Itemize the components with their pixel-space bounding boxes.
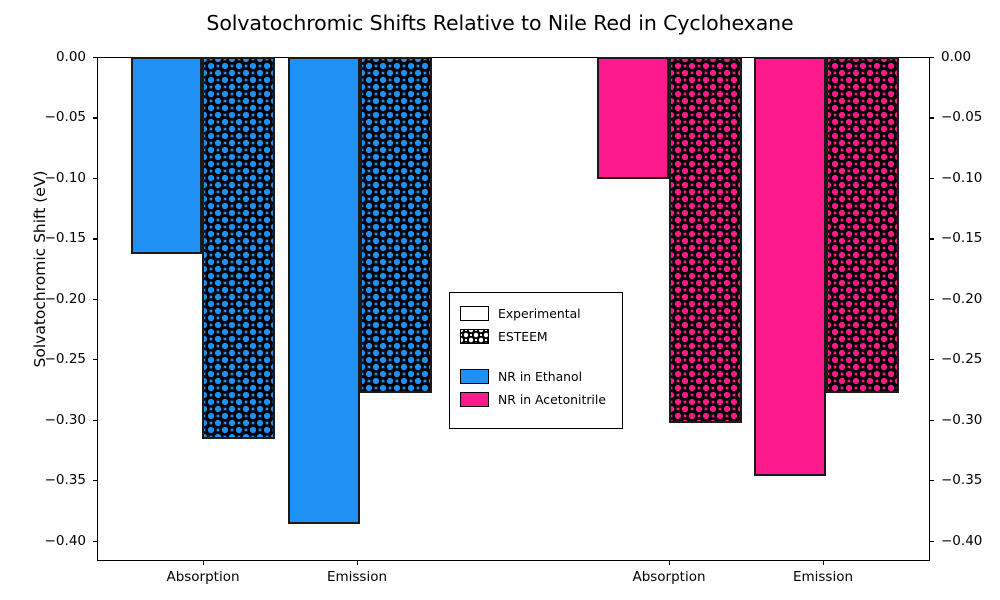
y-tick-label: −0.10 bbox=[941, 169, 983, 186]
y-tick-mark bbox=[930, 57, 934, 59]
y-tick-mark bbox=[930, 540, 934, 542]
x-tick-mark bbox=[203, 561, 205, 565]
y-tick-label: −0.30 bbox=[44, 411, 86, 428]
legend-label: NR in Acetonitrile bbox=[498, 392, 606, 407]
bar-nr-in-acetonitrile-emission-experimental bbox=[754, 57, 826, 477]
y-tick-label: 0.00 bbox=[55, 49, 86, 65]
x-tick-mark bbox=[823, 561, 825, 565]
y-tick-mark bbox=[93, 419, 97, 421]
y-tick-mark bbox=[930, 359, 934, 361]
y-tick-label: −0.15 bbox=[941, 230, 983, 247]
legend-spacer bbox=[450, 348, 622, 365]
y-tick-label: −0.20 bbox=[941, 290, 983, 307]
y-axis-left: Solvatochromic Shift (eV) 0.00−0.05−0.10… bbox=[0, 0, 97, 600]
y-tick-mark bbox=[93, 117, 97, 119]
y-tick-mark bbox=[93, 177, 97, 180]
y-tick-label: −0.05 bbox=[44, 109, 86, 126]
bar-nr-in-acetonitrile-absorption-esteem bbox=[669, 57, 742, 424]
y-tick-mark bbox=[930, 298, 934, 300]
y-axis-right: 0.00 −0.05 −0.10 −0.15 −0.20 −0.25 −0.30 −0.35 −… bbox=[930, 0, 1000, 600]
y-tick-mark bbox=[93, 540, 97, 542]
legend-label: Experimental bbox=[498, 306, 581, 321]
x-tick-mark bbox=[669, 561, 671, 565]
y-tick-label: −0.15 bbox=[44, 230, 86, 247]
legend-item-nr-in-acetonitrile[interactable]: NR in Acetonitrile bbox=[450, 388, 622, 411]
x-tick-label-emission-1: Emission bbox=[326, 569, 388, 585]
bars-layer bbox=[98, 57, 929, 560]
y-tick-mark bbox=[930, 238, 934, 240]
chart-title: Solvatochromic Shifts Relative to Nile R… bbox=[206, 11, 794, 35]
x-tick-label-emission-3: Emission bbox=[792, 569, 854, 585]
y-tick-label: −0.40 bbox=[941, 532, 983, 549]
legend-item-esteem[interactable]: ESTEEM bbox=[450, 325, 622, 348]
y-tick-mark bbox=[93, 298, 97, 300]
x-axis: Absorption Emission Absorption Emission bbox=[97, 561, 930, 600]
y-tick-label: −0.20 bbox=[44, 290, 86, 307]
y-tick-mark bbox=[93, 57, 97, 59]
x-tick-mark bbox=[357, 561, 359, 565]
legend-item-nr-in-ethanol[interactable]: NR in Ethanol bbox=[450, 365, 622, 388]
y-tick-mark bbox=[930, 177, 934, 180]
bar-nr-in-ethanol-absorption-experimental bbox=[131, 57, 202, 254]
bar-nr-in-ethanol-emission-esteem bbox=[360, 57, 432, 394]
y-tick-mark bbox=[930, 117, 934, 119]
y-tick-mark bbox=[930, 480, 934, 482]
y-tick-mark bbox=[93, 480, 97, 482]
hatched-patch-icon bbox=[460, 329, 489, 344]
bar-nr-in-acetonitrile-emission-esteem bbox=[826, 57, 899, 394]
y-tick-label: −0.10 bbox=[44, 169, 86, 186]
x-tick-label-absorption-2: Absorption bbox=[632, 569, 706, 585]
white-patch-icon bbox=[460, 306, 489, 321]
y-tick-label: −0.25 bbox=[941, 351, 983, 368]
legend-item-experimental[interactable]: Experimental bbox=[450, 302, 622, 325]
y-tick-mark bbox=[93, 359, 97, 361]
bar-nr-in-acetonitrile-absorption-experimental bbox=[597, 57, 669, 179]
y-tick-label: −0.25 bbox=[44, 351, 86, 368]
legend-label: NR in Ethanol bbox=[498, 369, 583, 384]
y-tick-label: 0.00 bbox=[941, 49, 972, 65]
y-tick-label: −0.30 bbox=[941, 411, 983, 428]
bar-nr-in-ethanol-absorption-esteem bbox=[202, 57, 275, 439]
y-tick-label: −0.35 bbox=[941, 472, 983, 489]
blue-patch-icon bbox=[460, 369, 489, 384]
y-tick-mark bbox=[930, 419, 934, 421]
y-tick-mark bbox=[93, 238, 97, 240]
pink-patch-icon bbox=[460, 392, 489, 407]
y-tick-label: −0.05 bbox=[941, 109, 983, 126]
legend-label: ESTEEM bbox=[498, 329, 548, 344]
y-tick-label: −0.35 bbox=[44, 472, 86, 489]
x-tick-label-absorption-0: Absorption bbox=[166, 569, 240, 585]
y-tick-label: −0.40 bbox=[44, 532, 86, 549]
bar-nr-in-ethanol-emission-experimental bbox=[288, 57, 360, 524]
